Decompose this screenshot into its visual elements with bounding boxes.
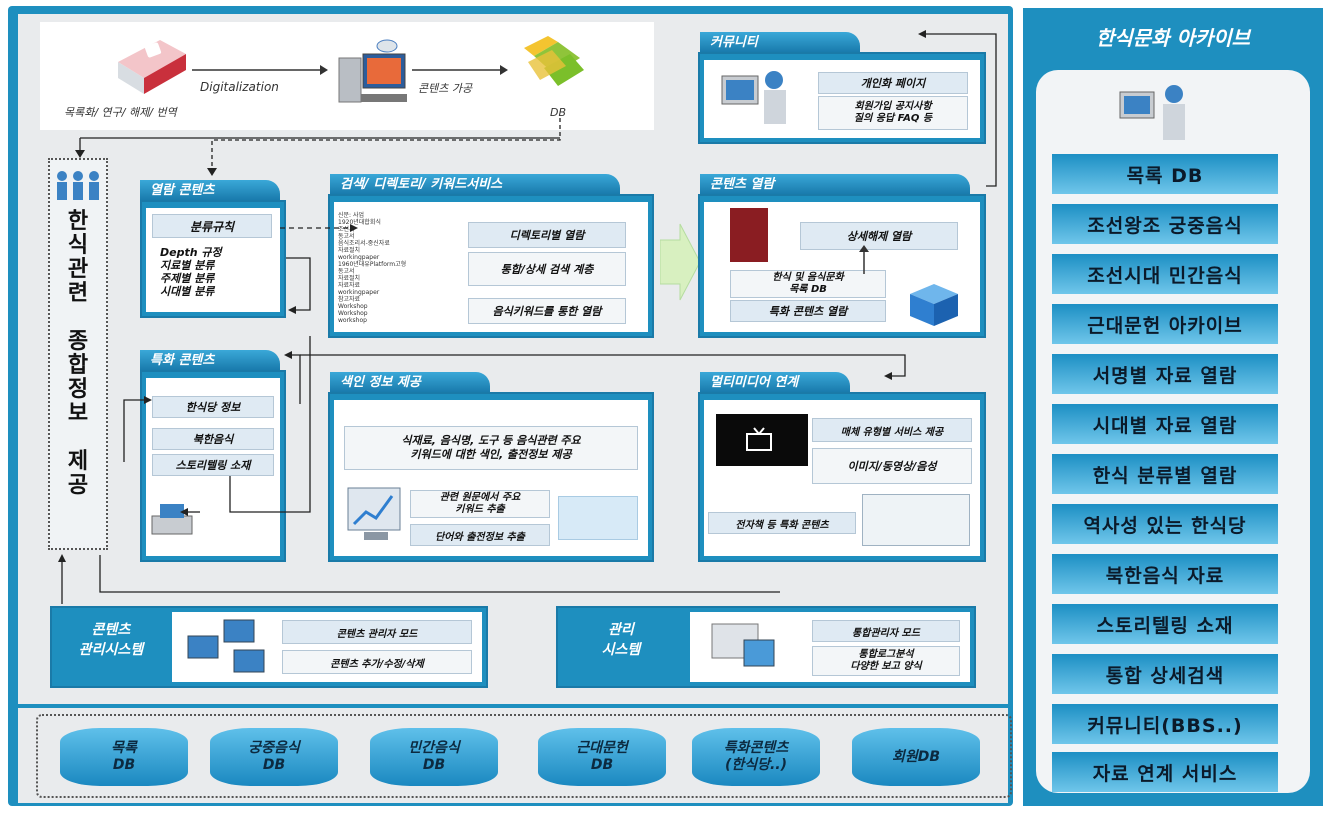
admin-title: 관리 시스템 bbox=[601, 622, 641, 658]
cms-title: 콘텐츠 관리시스템 bbox=[78, 622, 144, 658]
archive-item-modern-literature[interactable]: 근대문헌 아카이브 bbox=[1052, 304, 1278, 344]
tab-multimedia: 멀티미디어 연계 bbox=[700, 372, 850, 394]
tab-index-info: 색인 정보 제공 bbox=[330, 372, 490, 394]
content-admin-mode: 콘텐츠 관리자 모드 bbox=[282, 620, 472, 644]
tab-search-service: 검색/ 디렉토리/ 키워드서비스 bbox=[330, 174, 620, 196]
keyword-extract-item: 관련 원문에서 주요 키워드 추출 bbox=[410, 490, 550, 518]
source-extract-item: 단어와 출전정보 추출 bbox=[410, 524, 550, 546]
north-korean-food-item: 북한음식 bbox=[152, 428, 274, 450]
research-label: 목록화/ 연구/ 해제/ 번역 bbox=[64, 106, 177, 119]
arrow-content bbox=[412, 65, 508, 75]
left-column-text: 한 식 관 련 종 합 정 보 제 공 bbox=[67, 209, 89, 498]
arrow-up-detail bbox=[859, 245, 869, 274]
tv-icon bbox=[746, 427, 772, 451]
tab-special-content: 특화 콘텐츠 bbox=[140, 350, 280, 372]
detail-browse-item: 상세해제 열람 bbox=[800, 222, 958, 250]
folders-icon bbox=[524, 36, 584, 86]
db-container bbox=[36, 714, 1012, 798]
archive-item-storytelling[interactable]: 스토리텔링 소재 bbox=[1052, 604, 1278, 644]
archive-item-integrated-search[interactable]: 통합 상세검색 bbox=[1052, 654, 1278, 694]
community-features: 회원가입 공지사항 질의 응답 FAQ 등 bbox=[818, 96, 968, 130]
archive-item-folk-food[interactable]: 조선시대 민간음식 bbox=[1052, 254, 1278, 294]
db-label: DB bbox=[550, 106, 567, 119]
book-icon bbox=[118, 40, 186, 94]
network-computers-icon bbox=[187, 619, 265, 673]
arrow-digitalization bbox=[192, 65, 328, 75]
content-edit-item: 콘텐츠 추가/수정/삭제 bbox=[282, 650, 472, 674]
screen-thumbnail bbox=[558, 496, 638, 540]
digitalization-label: Digitalization bbox=[200, 80, 279, 94]
db-members: 회원DB bbox=[852, 728, 980, 786]
integrated-admin-mode: 통합관리자 모드 bbox=[812, 620, 960, 642]
left-info-column bbox=[48, 158, 108, 550]
rule-header: 분류규칙 bbox=[152, 214, 272, 238]
cube-icon bbox=[910, 284, 958, 326]
book-cover-icon bbox=[730, 208, 768, 262]
storytelling-item: 스토리텔링 소재 bbox=[152, 454, 274, 476]
directory-browse-item: 디렉토리별 열람 bbox=[468, 222, 626, 248]
printer-icon bbox=[151, 504, 193, 535]
archive-item-by-era[interactable]: 시대별 자료 열람 bbox=[1052, 404, 1278, 444]
directory-tree: 신문: 사업 1920년대합회식 조선시 동고서 음식조리서-중신자료 자료절치… bbox=[338, 212, 407, 324]
archive-item-linked-service[interactable]: 자료 연계 서비스 bbox=[1052, 752, 1278, 792]
archive-item-catalog-db[interactable]: 목록 DB bbox=[1052, 154, 1278, 194]
tab-community: 커뮤니티 bbox=[700, 32, 860, 54]
rule-list: Depth 규정 지료별 분류 주제별 분류 시대별 분류 bbox=[160, 246, 222, 298]
log-analysis-item: 통합로그분석 다양한 보고 양식 bbox=[812, 646, 960, 676]
archive-item-north-korean-food[interactable]: 북한음식 자료 bbox=[1052, 554, 1278, 594]
tab-content-browse: 콘텐츠 열람 bbox=[700, 174, 970, 196]
media-formats-item: 이미지/동영상/음성 bbox=[812, 448, 972, 484]
archive-item-royal-food[interactable]: 조선왕조 궁중음식 bbox=[1052, 204, 1278, 244]
monitor-graph-icon bbox=[347, 487, 401, 540]
ebook-item: 전자책 등 특화 콘텐츠 bbox=[708, 512, 856, 534]
index-description: 식재료, 음식명, 도구 등 음식관련 주요 키워드에 대한 색인, 출전정보 … bbox=[344, 426, 638, 470]
restaurant-info-item: 한식당 정보 bbox=[152, 396, 274, 418]
food-culture-db-item: 한식 및 음식문화 목록 DB bbox=[730, 270, 886, 298]
keyword-browse-item: 음식키워드를 통한 열람 bbox=[468, 298, 626, 324]
archive-item-by-title[interactable]: 서명별 자료 열람 bbox=[1052, 354, 1278, 394]
video-screen bbox=[716, 414, 808, 466]
integrated-search-item: 통합/상세 검색 계층 bbox=[468, 252, 626, 286]
archive-item-by-category[interactable]: 한식 분류별 열람 bbox=[1052, 454, 1278, 494]
db-special-content: 특화콘텐츠(한식당..) bbox=[692, 728, 820, 786]
archive-title: 한식문화 아카이브 bbox=[1095, 26, 1251, 50]
personal-page-header: 개인화 페이지 bbox=[818, 72, 968, 94]
computer-icon bbox=[338, 39, 407, 103]
map-thumbnail bbox=[862, 494, 970, 546]
media-type-service-item: 매체 유형별 서비스 제공 bbox=[812, 418, 972, 442]
tab-browse-content: 열람 콘텐츠 bbox=[140, 180, 280, 202]
people-icon bbox=[57, 171, 99, 200]
admin-computer-icon bbox=[711, 623, 775, 667]
archive-item-historic-restaurants[interactable]: 역사성 있는 한식당 bbox=[1052, 504, 1278, 544]
user-computer-icon bbox=[721, 71, 786, 124]
big-arrow-icon bbox=[660, 223, 701, 301]
connector-lines bbox=[58, 30, 997, 604]
archive-item-community[interactable]: 커뮤니티(BBS..) bbox=[1052, 704, 1278, 744]
archive-user-computer-icon bbox=[1119, 85, 1185, 140]
special-content-browse-item: 특화 콘텐츠 열람 bbox=[730, 300, 886, 322]
content-processing-label: 콘텐츠 가공 bbox=[418, 82, 473, 95]
